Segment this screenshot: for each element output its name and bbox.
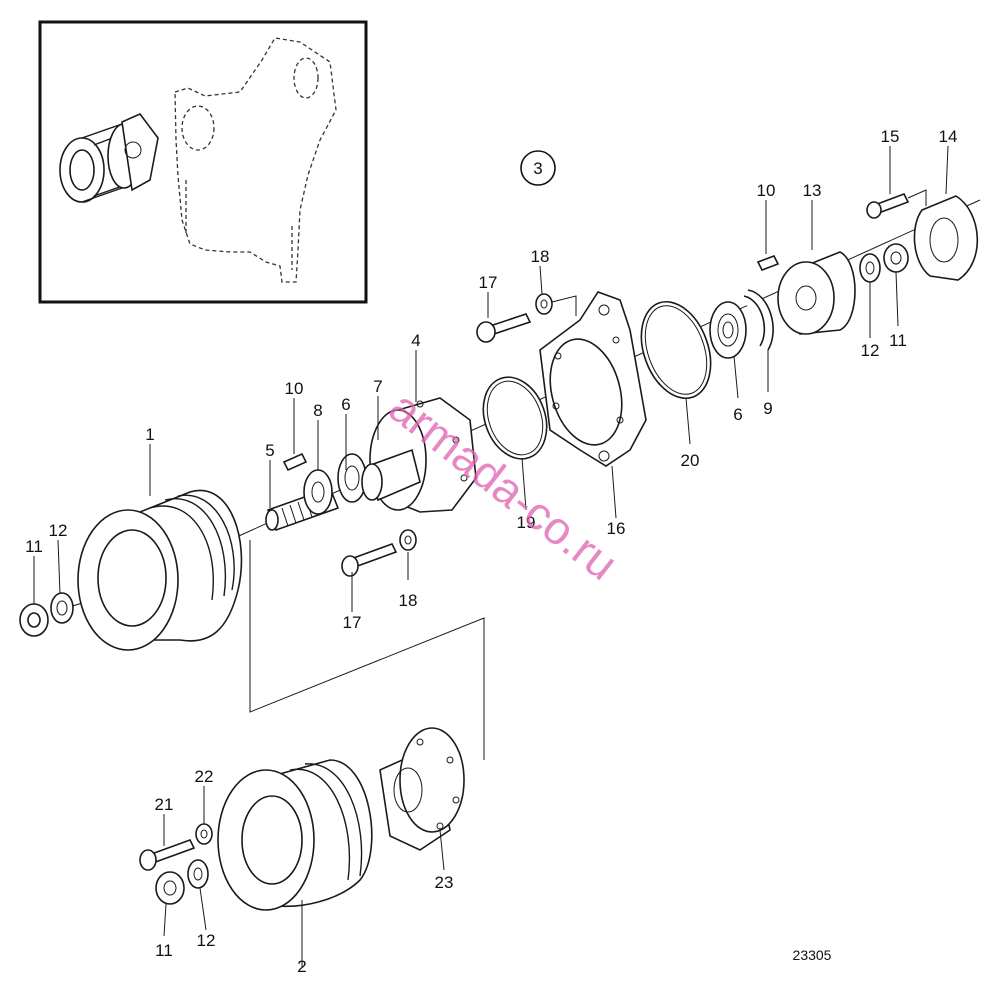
callout-11-right: 11 (889, 331, 907, 350)
callout-12-right: 12 (861, 341, 880, 360)
callout-8: 8 (313, 401, 322, 420)
pulley-part-1 (77, 489, 243, 651)
callout-23: 23 (435, 873, 454, 892)
callout-12-upper-left: 12 (49, 521, 68, 540)
callout-19: 19 (517, 513, 536, 532)
cover-part-14 (913, 195, 979, 281)
drawing-number: 23305 (793, 947, 832, 963)
housing-part-4 (361, 397, 477, 513)
washer-part-22 (195, 823, 213, 845)
callout-11-bottom: 11 (155, 941, 173, 960)
pulley-part-2 (217, 759, 373, 911)
bolt-part-21 (139, 839, 196, 871)
view-marker-label: 3 (533, 159, 542, 178)
o-ring-part-19 (482, 376, 548, 460)
key-part-10-right (756, 254, 780, 272)
hub-part-23 (379, 727, 465, 851)
callout-10-left: 10 (285, 379, 304, 398)
callout-11-upper-left: 11 (25, 537, 43, 556)
callout-22: 22 (195, 767, 214, 786)
callout-18-lower: 18 (399, 591, 418, 610)
key-part-10-left (282, 452, 308, 472)
callout-5: 5 (265, 441, 274, 460)
callout-10-right: 10 (757, 181, 776, 200)
flange-part-16 (539, 291, 647, 467)
washer-part-18-lower (399, 529, 417, 551)
callout-20: 20 (681, 451, 700, 470)
callout-18-upper: 18 (531, 247, 550, 266)
callout-21: 21 (155, 795, 174, 814)
callout-16: 16 (607, 519, 626, 538)
view-marker-circle (520, 150, 556, 186)
callout-7: 7 (373, 377, 382, 396)
hub-part-13 (777, 251, 856, 335)
alternative-assembly-bracket (249, 540, 485, 760)
o-ring-part-20 (640, 300, 712, 400)
callout-15: 15 (881, 127, 900, 146)
circlip-part-9 (743, 289, 774, 351)
nut-part-11-bottom (155, 871, 185, 905)
bolt-part-17-upper (476, 313, 532, 343)
bolt-part-15 (866, 189, 927, 219)
callout-17-upper: 17 (479, 273, 498, 292)
leader-lines (33, 145, 949, 968)
callout-13: 13 (803, 181, 822, 200)
washer-part-18-upper (535, 293, 577, 316)
callout-9: 9 (763, 399, 772, 418)
callout-2: 2 (297, 957, 306, 976)
washer-part-12-right (859, 253, 881, 283)
washer-part-12-upper-left (50, 592, 74, 624)
bolt-part-17-lower (341, 543, 398, 577)
callout-6-right: 6 (733, 405, 742, 424)
bearing-part-6-right (709, 301, 747, 359)
nut-part-11-right (883, 243, 909, 273)
callout-12-bottom: 12 (197, 931, 216, 950)
nut-part-11-upper-left (19, 603, 49, 637)
bearing-part-8 (303, 469, 333, 515)
callout-17-lower: 17 (343, 613, 362, 632)
callout-1: 1 (145, 425, 154, 444)
callout-labels: 1 2 4 5 6 6 7 8 9 10 10 11 11 11 12 12 1… (25, 127, 957, 976)
callout-14: 14 (939, 127, 958, 146)
washer-part-12-bottom (187, 859, 209, 889)
callout-6-left: 6 (341, 395, 350, 414)
callout-4: 4 (411, 331, 420, 350)
inset-view (38, 20, 368, 304)
